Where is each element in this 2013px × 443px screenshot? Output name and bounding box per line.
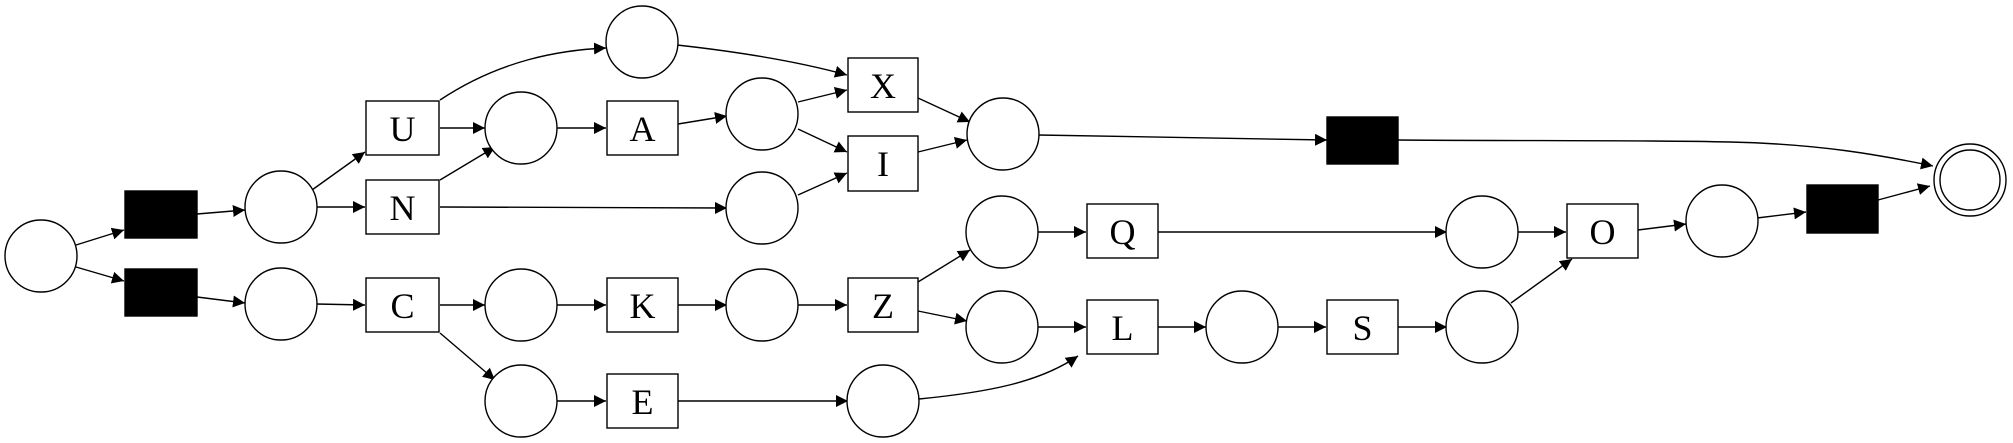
place-p1 [244,170,318,244]
edge-p2-c [315,298,366,311]
place-p3 [605,5,679,79]
edge-p1-u [311,151,366,191]
place-p6 [725,171,799,245]
labeled-transitions: U N A X I C K E [365,57,1639,429]
transition-label-o: O [1590,212,1616,252]
transition-q: Q [1086,203,1159,259]
transition-label-i: I [877,144,889,184]
edge-p5-x [797,87,848,103]
edge-p3-x [676,44,848,78]
edge-p11-l [918,355,1079,400]
silent-transition-t1 [124,190,198,239]
edge-a-p5 [677,112,728,125]
edge-t4-end [1877,183,1931,201]
transition-label-l: L [1112,308,1134,348]
edge-p7-t3 [1037,133,1328,146]
edges [75,42,1934,407]
silent-transition-t2 [124,268,198,317]
transition-label-n: N [390,188,416,228]
place-p10 [725,268,799,342]
edge-o-p17 [1637,219,1687,232]
transition-e: E [606,373,679,429]
transition-n: N [365,179,440,235]
edge-t2-p2 [196,295,246,308]
place-p15 [1205,290,1279,364]
silent-transition-t4 [1806,184,1879,234]
place-p4 [484,91,558,165]
transition-label-k: K [630,286,656,326]
edge-p6-i [797,172,848,196]
edge-x-p7 [917,97,971,123]
edge-p16-o [1510,258,1573,304]
transition-u: U [365,100,440,156]
place-p12 [965,195,1039,269]
place-p17 [1685,184,1759,258]
place-p16 [1445,290,1519,364]
edge-t1-p1 [196,205,246,217]
transition-k: K [606,277,679,333]
edge-c-p9 [439,332,496,381]
place-p11 [846,364,920,438]
transition-label-e: E [632,382,654,422]
place-p14 [1445,195,1519,269]
place-p13 [965,290,1039,364]
place-start [4,219,78,293]
place-p5 [725,77,799,151]
transition-l: L [1086,299,1159,355]
silent-transition-t3 [1326,116,1399,165]
edge-start-t1 [75,227,125,246]
transition-i: I [847,135,919,192]
transition-o: O [1566,203,1639,259]
transition-label-x: X [870,66,896,106]
edge-z-p13 [917,310,968,325]
transition-label-a: A [630,109,656,149]
edge-u-p3 [439,42,607,101]
transition-label-s: S [1352,308,1372,348]
transition-s: S [1326,299,1399,355]
edge-start-t2 [75,266,125,284]
transition-z: Z [847,277,919,333]
place-end [1933,143,2007,217]
edge-z-p12 [917,249,971,283]
edge-t3-end [1397,139,1934,170]
transition-c: C [365,277,440,333]
transition-x: X [847,57,919,113]
place-p7 [966,97,1040,171]
transition-label-c: C [390,286,414,326]
transition-label-z: Z [872,286,894,326]
places [4,5,2007,438]
place-p2 [244,267,318,341]
edge-n-p4 [439,146,496,181]
place-p8 [484,268,558,342]
edge-p17-t4 [1756,207,1807,220]
transition-label-u: U [390,109,416,149]
transition-a: A [606,100,679,156]
edge-n-p6 [439,201,728,214]
transition-label-q: Q [1110,212,1136,252]
edge-p5-i [797,128,848,153]
edge-i-p7 [917,137,968,153]
place-p9 [484,364,558,438]
silent-transitions [124,116,1879,317]
